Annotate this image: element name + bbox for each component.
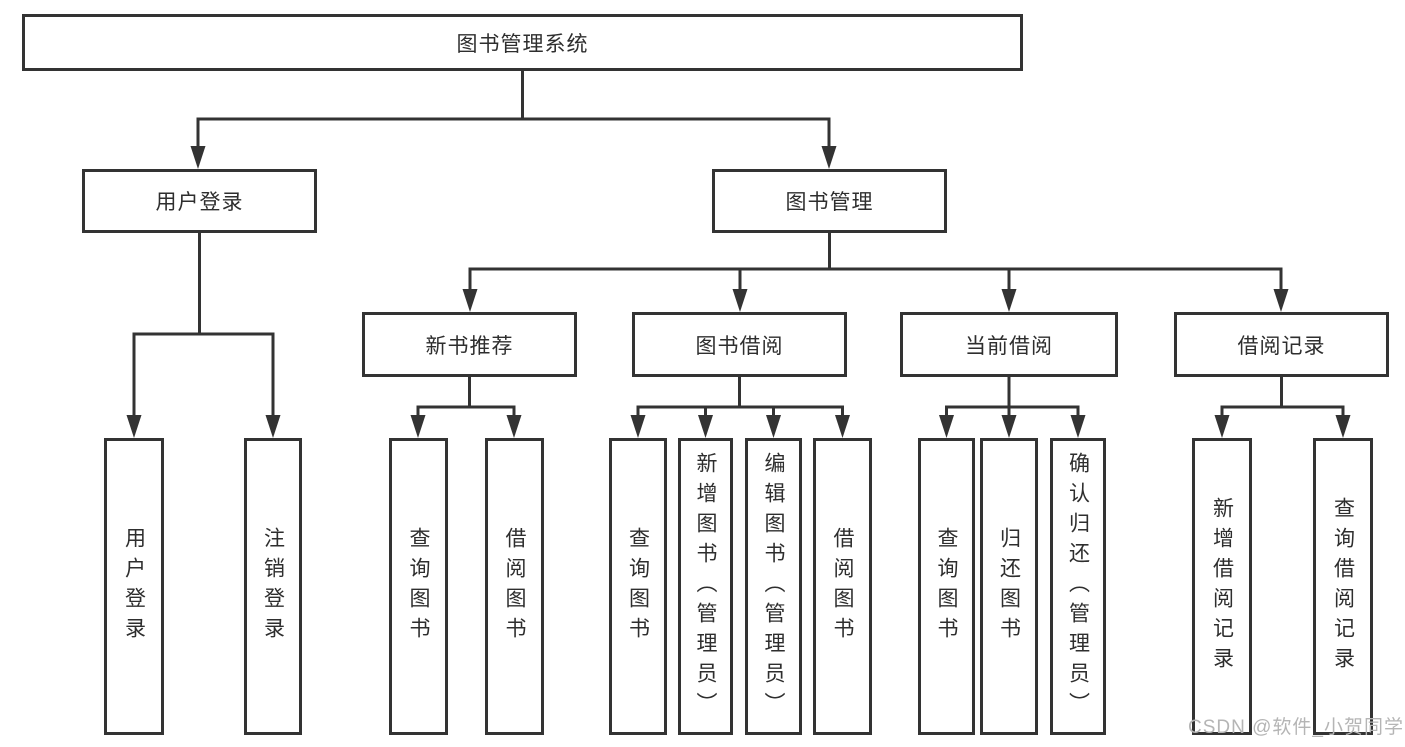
node-root: 图书管理系统 <box>22 14 1023 71</box>
node-label: 查询图书 <box>935 526 958 647</box>
leaf-query-borrow-record: 查询借阅记录 <box>1313 438 1373 735</box>
node-label: 归还图书 <box>997 526 1021 647</box>
node-label: 新增借阅记录 <box>1210 496 1234 677</box>
node-label: 借阅记录 <box>1237 334 1326 358</box>
leaf-borrow-books: 借阅图书 <box>813 438 872 735</box>
leaf-query-books-borrow: 查询图书 <box>609 438 667 735</box>
connector-new-book-split <box>410 377 522 438</box>
node-label: 用户登录 <box>155 191 244 214</box>
leaf-add-borrow-record: 新增借阅记录 <box>1192 438 1252 735</box>
node-label: 新增图书（管理员） <box>694 451 717 722</box>
leaf-borrow-books-recommend: 借阅图书 <box>485 438 544 735</box>
node-label: 新书推荐 <box>425 334 514 358</box>
node-label: 当前借阅 <box>965 334 1053 358</box>
leaf-add-books-admin: 新增图书（管理员） <box>678 438 733 735</box>
node-label: 查询图书 <box>626 526 650 647</box>
node-user-login: 用户登录 <box>82 169 317 233</box>
leaf-edit-books-admin: 编辑图书（管理员） <box>745 438 802 735</box>
connector-book-management-split <box>462 233 1289 312</box>
leaf-query-books-current: 查询图书 <box>918 438 975 735</box>
node-book-management: 图书管理 <box>712 169 947 233</box>
node-label: 用户登录 <box>122 526 146 647</box>
watermark: CSDN @软件_小贺同学 <box>1188 717 1404 738</box>
node-current-borrowing: 当前借阅 <box>900 312 1118 377</box>
leaf-logout: 注销登录 <box>244 438 302 735</box>
node-label: 借阅图书 <box>831 526 854 647</box>
node-label: 图书管理 <box>785 191 874 214</box>
node-label: 借阅图书 <box>503 526 526 647</box>
node-label: 查询图书 <box>407 526 430 647</box>
node-label: 查询借阅记录 <box>1331 496 1355 677</box>
leaf-user-login: 用户登录 <box>104 438 164 735</box>
connector-current-borrow-split <box>939 377 1086 438</box>
node-label: 确认归还（管理员） <box>1066 451 1090 722</box>
node-borrowing-records: 借阅记录 <box>1174 312 1389 377</box>
connector-root-split <box>190 70 837 169</box>
leaf-query-books-recommend: 查询图书 <box>389 438 448 735</box>
node-label: 图书管理系统 <box>456 32 589 56</box>
node-book-borrowing: 图书借阅 <box>632 312 847 377</box>
node-new-book-recommendation: 新书推荐 <box>362 312 577 377</box>
node-label: 图书借阅 <box>695 334 784 358</box>
leaf-confirm-return-admin: 确认归还（管理员） <box>1050 438 1106 735</box>
node-label: 编辑图书（管理员） <box>762 451 785 722</box>
node-label: 注销登录 <box>261 526 285 647</box>
leaf-return-books: 归还图书 <box>980 438 1038 735</box>
connector-borrow-records-split <box>1214 377 1351 438</box>
connector-book-borrow-split <box>630 377 850 438</box>
connector-user-login-split <box>126 232 281 438</box>
